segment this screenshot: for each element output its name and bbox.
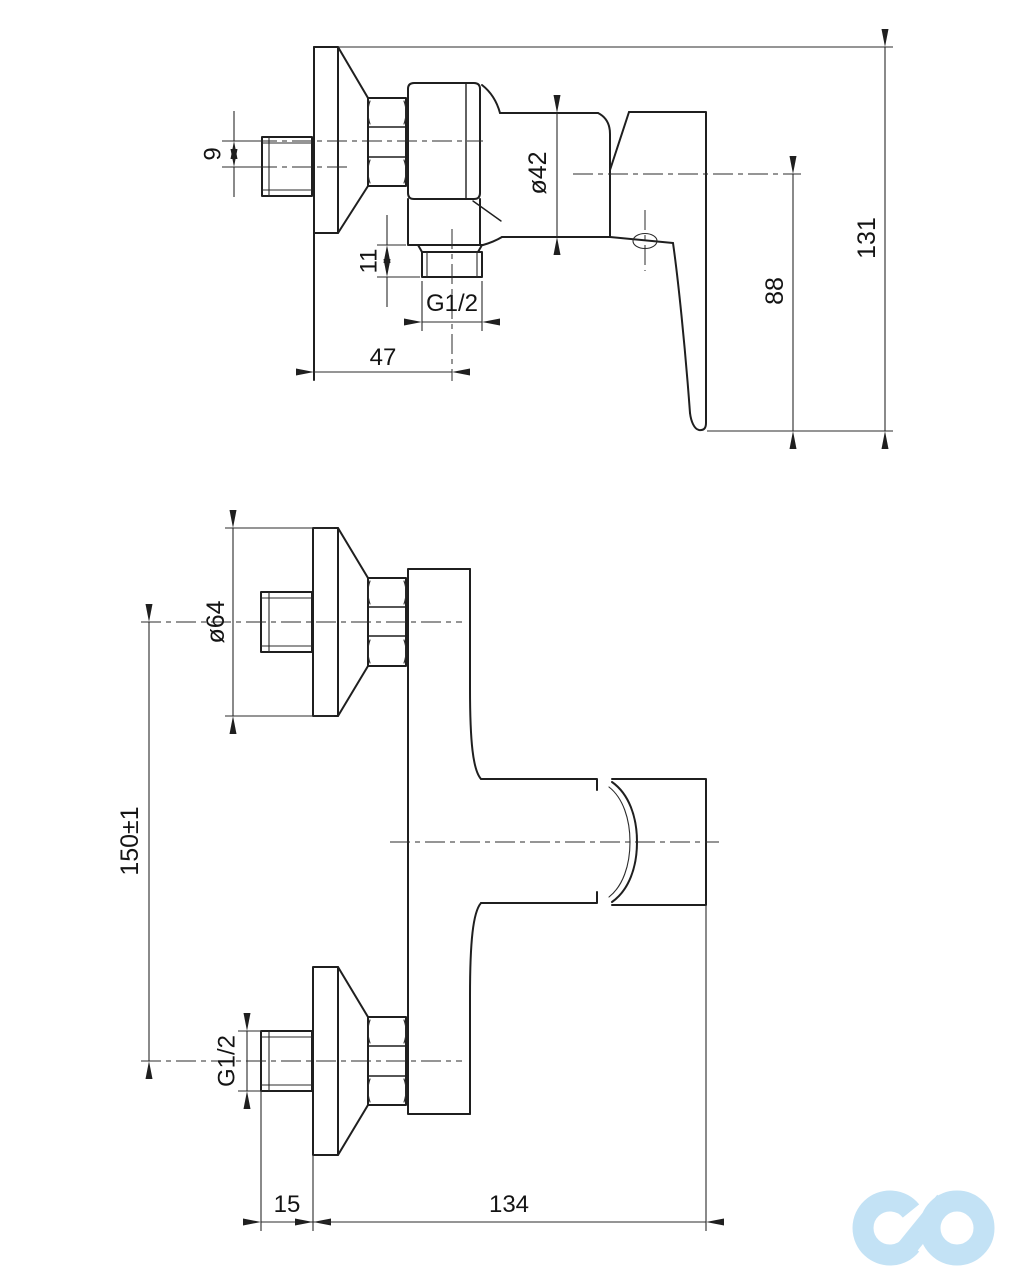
logo-d-icon <box>919 1190 995 1266</box>
side-cartridge-cylinder <box>499 112 611 238</box>
dim-inlet-thread-g12: G1/2 <box>213 1013 262 1109</box>
dim-wall-to-outlet-47: 47 <box>296 344 470 376</box>
side-view: 131 88 ø42 9 11 G1/2 47 <box>199 29 893 449</box>
dim-15-label: 15 <box>274 1191 301 1218</box>
side-centerlines <box>222 140 801 381</box>
dim-9-label: 9 <box>199 147 226 160</box>
dim-body-diameter-42: ø42 <box>524 95 561 255</box>
dim-inlet-spacing-150: 150±1 <box>116 604 153 1079</box>
dim-11-label: 11 <box>355 249 382 274</box>
side-hex-nut <box>367 97 407 187</box>
dim-eccentric-offset-9: 9 <box>199 111 260 197</box>
front-view: ø64 150±1 G1/2 15 134 <box>116 510 724 1231</box>
front-bottom-connection <box>260 966 407 1156</box>
side-wall-escutcheon <box>313 46 369 381</box>
cd-logo-watermark <box>852 1190 995 1266</box>
side-valve-body <box>407 82 503 246</box>
dim-outlet-height-11: 11 <box>355 215 420 307</box>
dim-47-label: 47 <box>370 344 397 371</box>
dim-overall-length-134: 134 <box>295 1191 724 1226</box>
dim-131-label: 131 <box>853 217 881 259</box>
dim-o42-label: ø42 <box>524 151 552 194</box>
logo-c-icon <box>852 1190 920 1266</box>
front-centerlines <box>141 621 719 1062</box>
front-handle <box>608 778 707 906</box>
dim-g12-side-label: G1/2 <box>426 290 478 317</box>
dim-center-to-bottom-88: 88 <box>761 156 797 449</box>
front-top-connection <box>260 527 407 717</box>
dim-overall-height-131: 131 <box>338 29 893 449</box>
dim-escutcheon-diameter-64: ø64 <box>202 510 334 734</box>
dim-wall-clearance-15: 15 <box>243 905 707 1231</box>
dim-88-label: 88 <box>761 277 789 305</box>
dim-134-label: 134 <box>489 1191 529 1218</box>
side-shower-outlet <box>417 244 483 278</box>
dim-o64-label: ø64 <box>202 600 230 643</box>
dim-outlet-thread-g12: G1/2 <box>404 281 500 331</box>
side-handle <box>609 111 707 432</box>
dim-150-label: 150±1 <box>116 806 144 875</box>
dim-g12-front-label: G1/2 <box>213 1035 240 1087</box>
side-inlet-thread-stub <box>261 136 313 197</box>
